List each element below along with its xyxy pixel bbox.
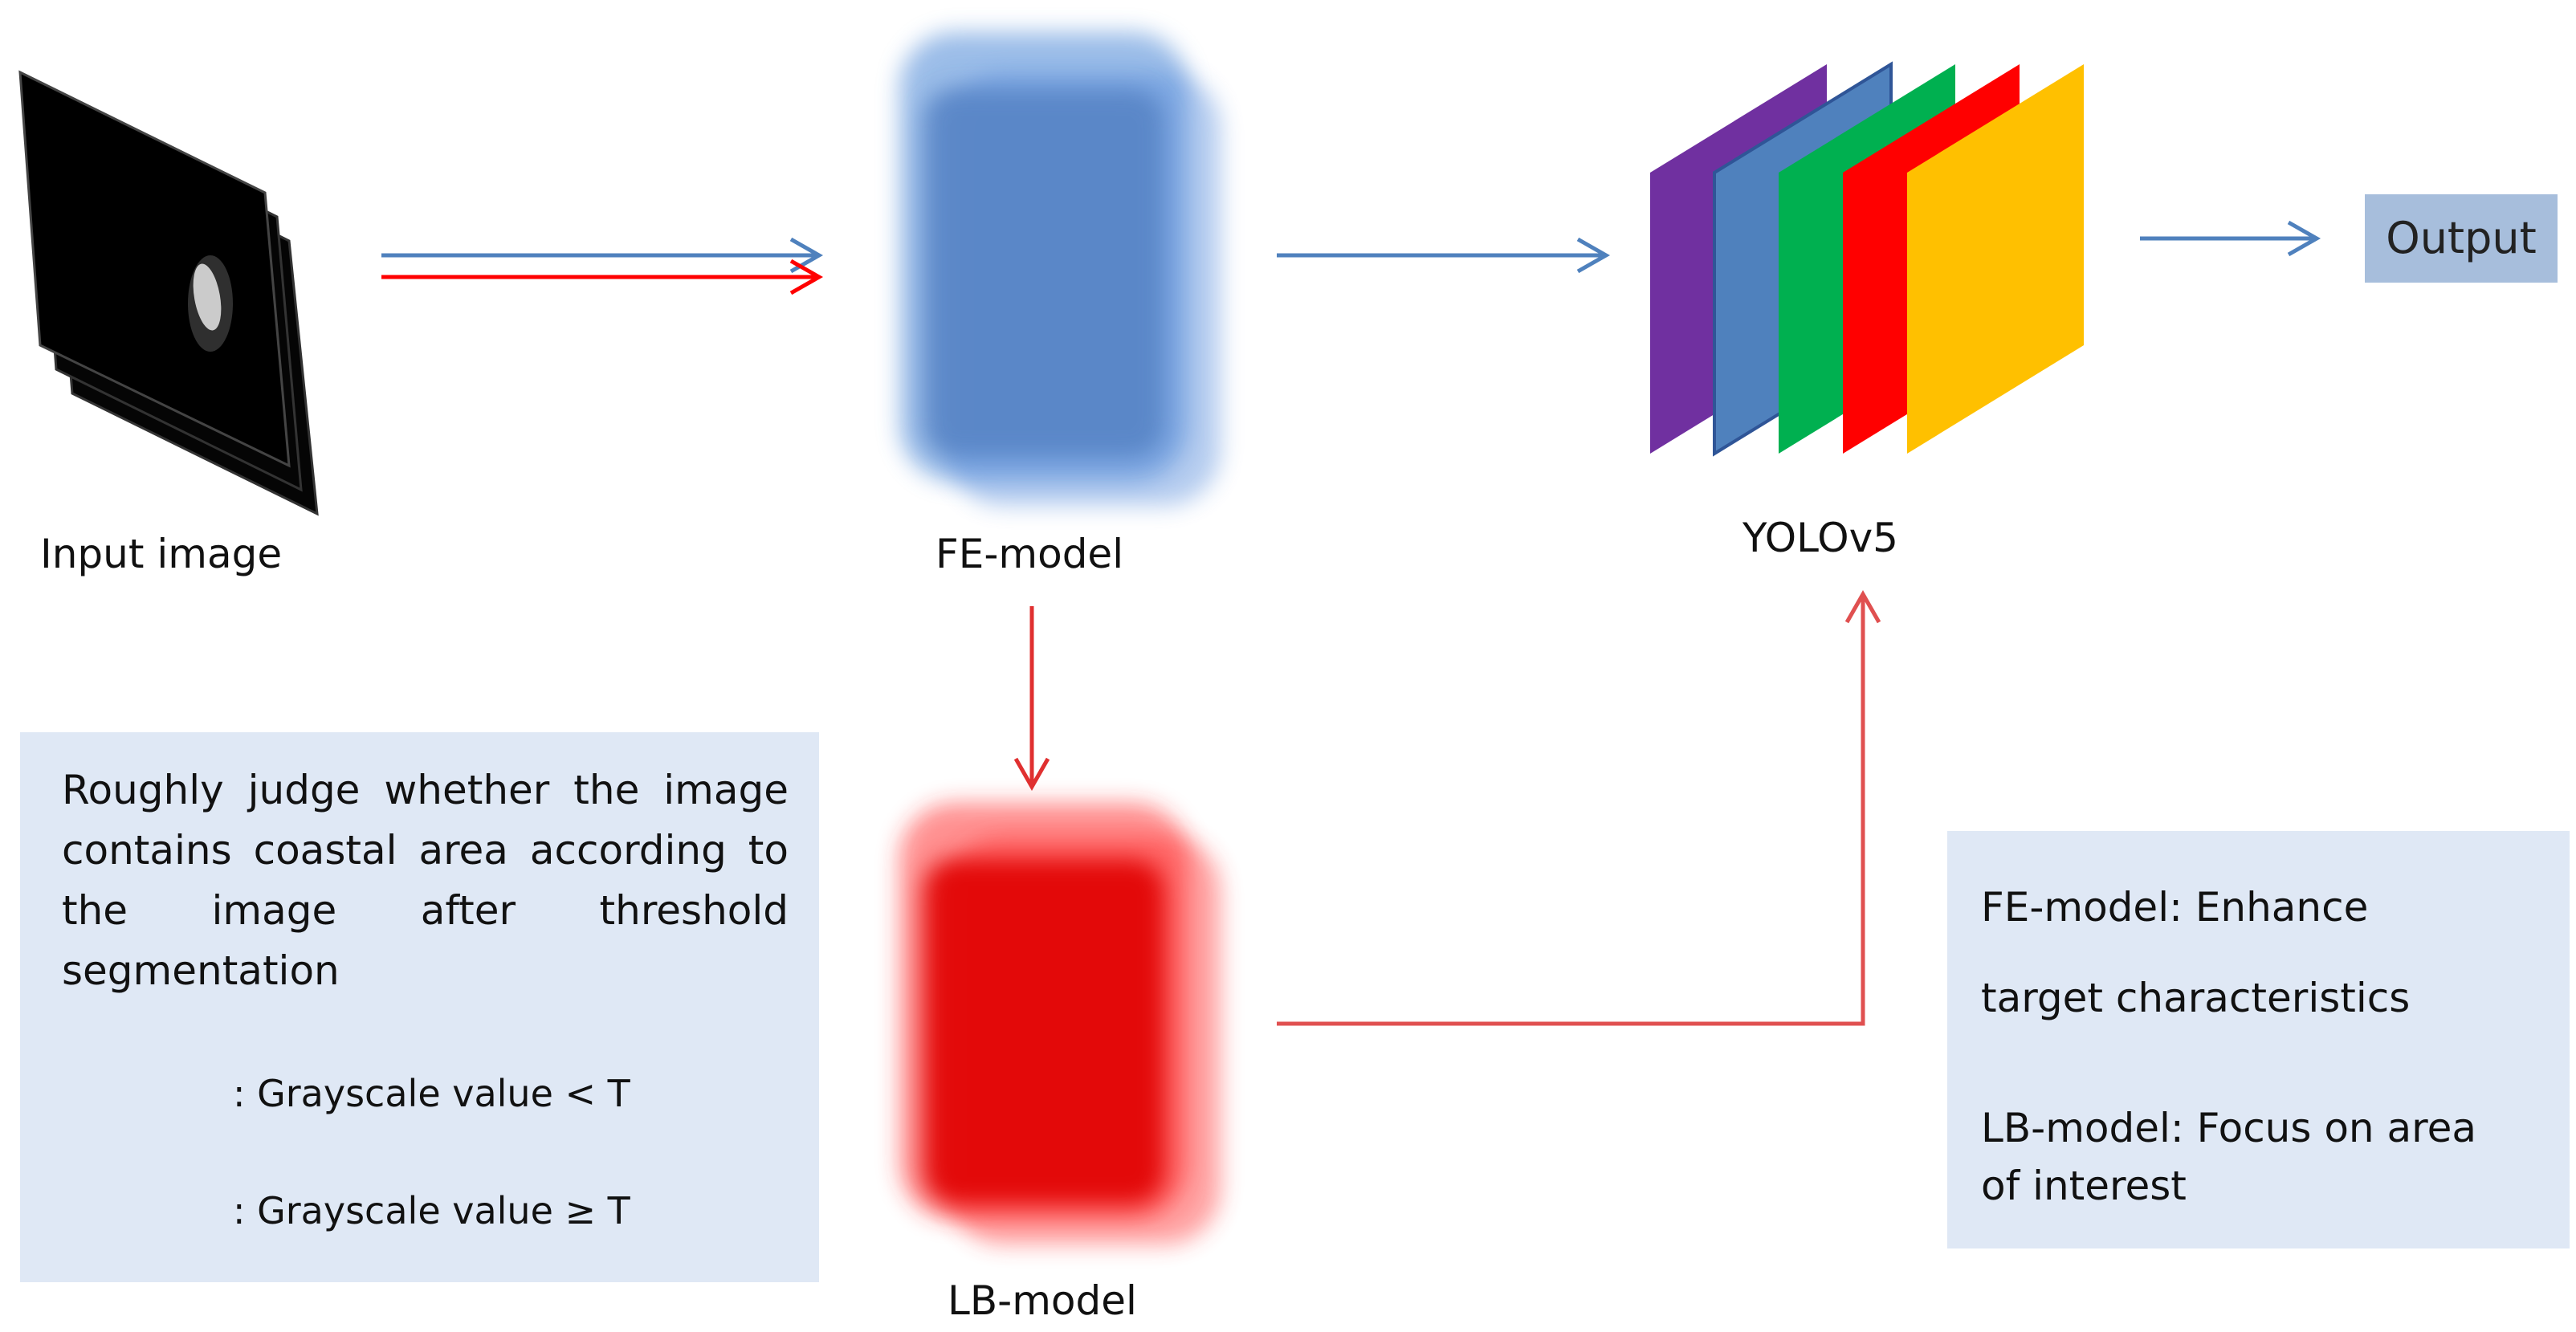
legend-red-label: : Grayscale value ≥ T <box>233 1189 630 1232</box>
arrow-lb-to-yolo <box>1277 589 1881 1026</box>
note-fe-line2: target characteristics <box>1981 975 2411 1021</box>
output-box: Output <box>2365 194 2558 283</box>
fe-model-label: FE-model <box>935 531 1124 577</box>
input-image-label: Input image <box>40 531 283 577</box>
arrow-fe-to-lb <box>1013 606 1050 792</box>
arrow-input-to-fe-blue <box>381 237 824 274</box>
lb-model-label: LB-model <box>948 1277 1137 1324</box>
yolo-layers <box>1650 61 2084 457</box>
legend-blue-label: : Grayscale value < T <box>233 1072 630 1115</box>
input-image-stack <box>18 70 319 516</box>
output-label: Output <box>2386 213 2537 263</box>
note-lb-line2: of interest <box>1981 1163 2187 1209</box>
fe-model-block <box>899 32 1221 506</box>
note-fe-line1: FE-model: Enhance <box>1981 884 2369 931</box>
lb-model-block <box>899 803 1221 1244</box>
info-text: Roughly judge whether the image contains… <box>62 767 789 994</box>
arrow-input-to-fe-red <box>381 259 824 295</box>
arrow-fe-to-yolo <box>1277 237 1611 274</box>
info-legend-box: Roughly judge whether the image contains… <box>20 732 819 1282</box>
note-lb-line1: LB-model: Focus on area <box>1981 1105 2476 1151</box>
yolo-label: YOLOv5 <box>1742 515 1898 561</box>
model-notes-box: FE-model: Enhance target characteristics… <box>1947 831 2570 1248</box>
arrow-yolo-to-output <box>2140 220 2321 257</box>
